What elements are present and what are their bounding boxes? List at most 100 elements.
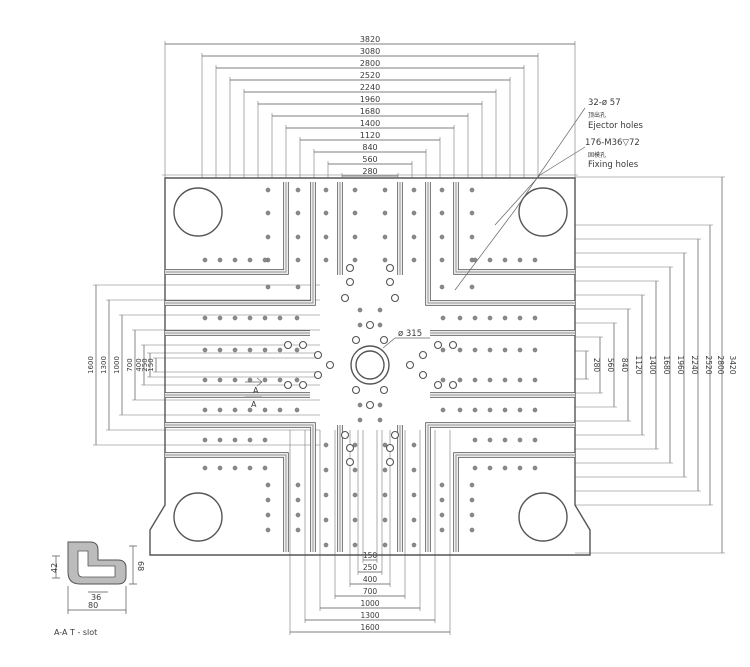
- t-slot-dim-68-line: [129, 545, 137, 585]
- fixing-hole: [265, 512, 271, 518]
- fixing-hole: [472, 377, 478, 383]
- platen-outline: [149, 177, 591, 556]
- fixing-hole: [247, 315, 253, 321]
- fixing-hole: [352, 467, 358, 473]
- right-dim-label-1960: 1960: [676, 355, 685, 374]
- left-dim-label-1000: 1000: [113, 356, 121, 374]
- right-dim-label-840: 840: [620, 358, 629, 373]
- fixing-hole: [457, 315, 463, 321]
- fixing-hole: [202, 315, 208, 321]
- fixing-hole: [295, 497, 301, 503]
- right-dim-label-2240: 2240: [690, 355, 699, 374]
- fixing-hole: [352, 187, 358, 193]
- fixing-hole: [202, 465, 208, 471]
- fixing-hole: [377, 322, 383, 328]
- right-dim-label-1120: 1120: [634, 355, 643, 374]
- ejector-hole: [345, 443, 355, 453]
- fixing-hole: [247, 347, 253, 353]
- fixing-hole: [377, 417, 383, 423]
- fixing-hole: [217, 465, 223, 471]
- center-leader: [382, 337, 430, 349]
- t-slot-l2-top-right-core: [427, 182, 575, 304]
- t-slot-dim-42: 42: [50, 563, 59, 573]
- left-dim-label-150: 150: [147, 358, 155, 371]
- fixing-hole: [352, 257, 358, 263]
- ejector-hole: [405, 360, 415, 370]
- fixing-hole: [439, 234, 445, 240]
- top-dim-label-1960: 1960: [360, 95, 380, 104]
- fixing-hole: [295, 512, 301, 518]
- t-slot-caption: A-A T - slot: [54, 628, 97, 637]
- fixing-hole: [469, 527, 475, 533]
- top-dim-label-840: 840: [362, 143, 377, 152]
- ejector-hole: [390, 293, 400, 303]
- fixing-hole: [262, 407, 268, 413]
- fixing-hole: [502, 347, 508, 353]
- fixing-hole: [277, 315, 283, 321]
- right-dim-label-560: 560: [606, 358, 615, 373]
- fixing-hole: [262, 315, 268, 321]
- fixing-hole: [323, 492, 329, 498]
- fixing-holes: [202, 187, 538, 548]
- fixing-hole: [323, 257, 329, 263]
- fixing-hole: [382, 442, 388, 448]
- top-dim-label-2240: 2240: [360, 83, 380, 92]
- fixing-hole: [439, 187, 445, 193]
- fixing-hole: [217, 437, 223, 443]
- ejector-hole: [418, 370, 428, 380]
- left-dim-label-400: 400: [135, 358, 143, 371]
- top-dim-label-560: 560: [362, 155, 377, 164]
- fixing-hole: [469, 284, 475, 290]
- fixing-hole: [439, 497, 445, 503]
- fixing-hole: [469, 512, 475, 518]
- fixing-hole: [382, 467, 388, 473]
- fixing-hole: [295, 210, 301, 216]
- right-dim-label-3420: 3420: [728, 355, 737, 374]
- fixing-hole: [232, 315, 238, 321]
- ejector-hole: [340, 293, 350, 303]
- ejector-hole: [390, 430, 400, 440]
- fixing-hole: [262, 437, 268, 443]
- extension-lines: [93, 41, 725, 635]
- fixing-leader: [494, 146, 586, 226]
- fixing-hole: [457, 377, 463, 383]
- fixing-hole: [217, 377, 223, 383]
- fixing-hole: [532, 347, 538, 353]
- fixing-hole: [202, 437, 208, 443]
- fixing-hole: [411, 257, 417, 263]
- fixing-hole: [532, 407, 538, 413]
- fixing-hole: [502, 315, 508, 321]
- fixing-hole: [262, 377, 268, 383]
- ejector-holes: [283, 263, 458, 467]
- fixing-hole: [265, 527, 271, 533]
- top-dim-label-2800: 2800: [360, 59, 380, 68]
- fixing-hole: [439, 482, 445, 488]
- fixing-hole: [439, 257, 445, 263]
- bottom-dim-label-1600: 1600: [360, 623, 379, 632]
- top-dim-label-2520: 2520: [360, 71, 380, 80]
- fixing-hole: [323, 210, 329, 216]
- fixing-hole: [262, 257, 268, 263]
- ejector-hole: [351, 335, 361, 345]
- fixing-hole: [247, 377, 253, 383]
- right-dim-label-2520: 2520: [704, 355, 713, 374]
- fixing-hole: [487, 407, 493, 413]
- fixing-hole: [502, 257, 508, 263]
- ejector-hole: [365, 320, 375, 330]
- fixing-hole: [439, 512, 445, 518]
- fixing-hole: [377, 307, 383, 313]
- section-marker-1: [245, 377, 263, 387]
- fixing-hole: [532, 377, 538, 383]
- tie-bar-hole-top-right: [518, 187, 568, 237]
- fixing-hole: [457, 407, 463, 413]
- fixing-hole: [502, 437, 508, 443]
- fixing-hole: [411, 210, 417, 216]
- fixing-hole: [323, 187, 329, 193]
- fixing-hole: [517, 407, 523, 413]
- fixing-en-label: Fixing holes: [588, 160, 639, 170]
- t-slot-l2-bottom-left-core: [165, 424, 314, 552]
- section-letter-1: A: [253, 386, 259, 395]
- fixing-hole: [469, 482, 475, 488]
- fixing-hole: [382, 257, 388, 263]
- fixing-hole: [265, 284, 271, 290]
